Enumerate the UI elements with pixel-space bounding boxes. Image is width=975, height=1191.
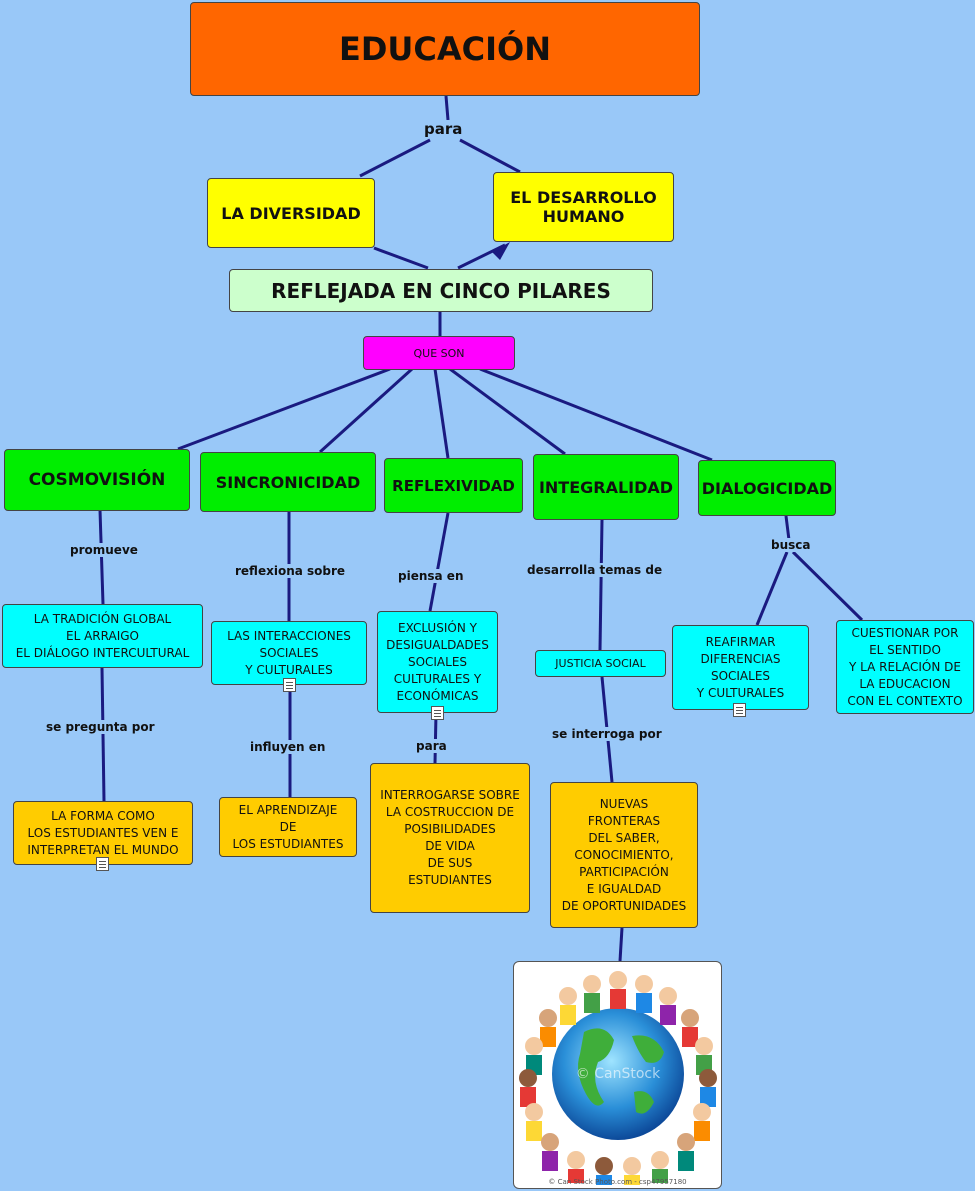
children-globe-image[interactable]: © CanStock © Can Stock Photo.com - csp47… <box>513 961 722 1189</box>
image-caption: © Can Stock Photo.com - csp47957180 <box>548 1178 687 1186</box>
note-icon[interactable] <box>733 703 746 717</box>
que-son-node[interactable]: QUE SON <box>363 336 515 370</box>
pillar-reflexividad[interactable]: REFLEXIVIDAD <box>384 458 523 513</box>
link-label-reflexiona-sobre: reflexiona sobre <box>233 564 348 578</box>
concept-interrogarse[interactable]: INTERROGARSE SOBRE LA COSTRUCCION DE POS… <box>370 763 530 913</box>
concept-justicia-social[interactable]: JUSTICIA SOCIAL <box>535 650 666 677</box>
link-label-para-top: para <box>422 120 465 138</box>
children-ring <box>519 971 717 1185</box>
concept-aprendizaje[interactable]: EL APRENDIZAJE DE LOS ESTUDIANTES <box>219 797 357 857</box>
concept-tradicion[interactable]: LA TRADICIÓN GLOBAL EL ARRAIGO EL DIÁLOG… <box>2 604 203 668</box>
link-label-busca: busca <box>769 538 813 552</box>
link-label-influyen-en: influyen en <box>248 740 328 754</box>
link-label-promueve: promueve <box>68 543 140 557</box>
link-label-se-pregunta-por: se pregunta por <box>44 720 157 734</box>
link-label-se-interroga-por: se interroga por <box>550 727 664 741</box>
concept-reafirmar[interactable]: REAFIRMAR DIFERENCIAS SOCIALES Y CULTURA… <box>672 625 809 710</box>
pillar-integralidad[interactable]: INTEGRALIDAD <box>533 454 679 520</box>
title-node[interactable]: EDUCACIÓN <box>190 2 700 96</box>
globe-illustration: © CanStock <box>519 971 717 1185</box>
human-development-node[interactable]: EL DESARROLLO HUMANO <box>493 172 674 242</box>
link-label-para: para <box>414 739 449 753</box>
note-icon[interactable] <box>96 857 109 871</box>
concept-interacciones[interactable]: LAS INTERACCIONES SOCIALES Y CULTURALES <box>211 621 367 685</box>
concept-forma[interactable]: LA FORMA COMO LOS ESTUDIANTES VEN E INTE… <box>13 801 193 865</box>
pillar-dialogicidad[interactable]: DIALOGICIDAD <box>698 460 836 516</box>
link-label-piensa-en: piensa en <box>396 569 466 583</box>
pillar-cosmovision[interactable]: COSMOVISIÓN <box>4 449 190 511</box>
note-icon[interactable] <box>431 706 444 720</box>
five-pillars-node[interactable]: REFLEJADA EN CINCO PILARES <box>229 269 653 312</box>
pillar-sincronicidad[interactable]: SINCRONICIDAD <box>200 452 376 512</box>
image-watermark: © CanStock <box>576 1066 661 1082</box>
concept-nuevas-fronteras[interactable]: NUEVAS FRONTERAS DEL SABER, CONOCIMIENTO… <box>550 782 698 928</box>
note-icon[interactable] <box>283 678 296 692</box>
link-label-desarrolla-temas-de: desarrolla temas de <box>525 563 665 577</box>
concept-exclusion[interactable]: EXCLUSIÓN Y DESIGUALDADES SOCIALES CULTU… <box>377 611 498 713</box>
diversity-node[interactable]: LA DIVERSIDAD <box>207 178 375 248</box>
concept-cuestionar[interactable]: CUESTIONAR POR EL SENTIDO Y LA RELACIÓN … <box>836 620 974 714</box>
